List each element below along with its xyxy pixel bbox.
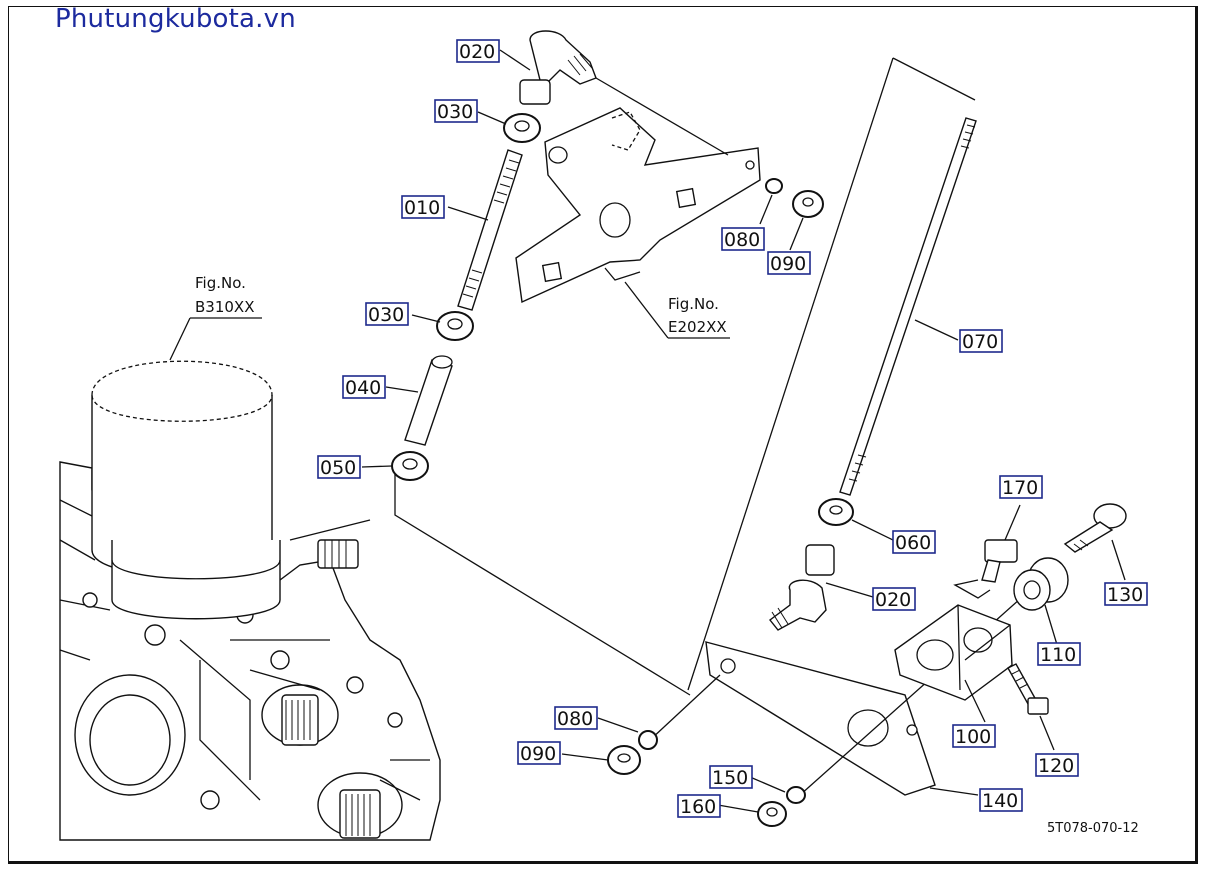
part-label-p010: 010 <box>401 195 445 219</box>
ball-joint-top <box>519 30 597 105</box>
part-label-box <box>959 329 1003 353</box>
leader-lines <box>361 49 1059 813</box>
watermark: Phutungkubota.vn <box>55 4 296 34</box>
clamp-block-100 <box>894 604 1013 701</box>
fig-ref-e202-line2: E202XX <box>668 318 727 336</box>
part-label-p080a: 080 <box>721 227 765 251</box>
nut-090-lower <box>607 745 641 775</box>
part-label-box <box>999 475 1043 499</box>
part-label-p100: 100 <box>952 724 996 748</box>
part-label-box <box>517 741 561 765</box>
part-label-box <box>709 765 753 789</box>
part-number: 040 <box>345 377 381 399</box>
part-label-box <box>365 302 409 326</box>
part-label-p120: 120 <box>1035 753 1079 777</box>
washer-080-upper <box>765 178 783 194</box>
part-number: 020 <box>875 589 911 611</box>
part-number: 080 <box>724 229 760 251</box>
part-label-p080b: 080 <box>554 706 598 730</box>
part-number: 170 <box>1002 477 1038 499</box>
part-label-box <box>767 251 811 275</box>
filter-canister <box>91 360 281 620</box>
part-label-box <box>554 706 598 730</box>
part-label-p030a: 030 <box>434 99 478 123</box>
part-number: 090 <box>770 253 806 275</box>
part-number: 070 <box>962 331 998 353</box>
rod-070 <box>839 117 977 496</box>
part-label-box <box>892 530 936 554</box>
part-label-p140: 140 <box>979 788 1023 812</box>
bolt-120 <box>1007 663 1049 715</box>
fig-ref-e202-line1: Fig.No. <box>668 295 719 313</box>
part-label-p020b: 020 <box>872 587 916 611</box>
part-labels: 0200300100300400500800900701701300600201… <box>317 39 1148 818</box>
engine-housing <box>59 461 441 841</box>
part-label-p040: 040 <box>342 375 386 399</box>
part-label-p090b: 090 <box>517 741 561 765</box>
part-label-p060: 060 <box>892 530 936 554</box>
spacer-040 <box>404 355 453 446</box>
nut-030-top <box>503 113 541 143</box>
bolt-170 <box>953 539 1018 599</box>
part-number: 010 <box>404 197 440 219</box>
nut-160 <box>757 801 787 827</box>
part-label-box <box>1035 753 1079 777</box>
part-number: 160 <box>680 796 716 818</box>
part-label-p070: 070 <box>959 329 1003 353</box>
part-number: 120 <box>1038 755 1074 777</box>
part-label-p160: 160 <box>677 794 721 818</box>
washer-080-lower <box>638 730 658 750</box>
part-label-box <box>677 794 721 818</box>
part-number: 100 <box>955 726 991 748</box>
part-number: 020 <box>459 41 495 63</box>
part-label-box <box>1037 642 1081 666</box>
part-number: 130 <box>1107 584 1143 606</box>
part-number: 060 <box>895 532 931 554</box>
fig-ref-b310-line1: Fig.No. <box>195 274 246 292</box>
washer-150 <box>786 786 806 804</box>
nut-030-lower <box>436 311 474 341</box>
part-number: 030 <box>437 101 473 123</box>
drawing-code: 5T078-070-12 <box>1047 821 1139 836</box>
part-label-box <box>979 788 1023 812</box>
nut-050 <box>391 451 429 481</box>
fig-ref-b310-line2: B310XX <box>195 298 254 316</box>
part-label-box <box>456 39 500 63</box>
nut-090-upper <box>792 190 824 218</box>
drawing-frame <box>8 6 1198 864</box>
part-number: 150 <box>712 767 748 789</box>
part-label-box <box>721 227 765 251</box>
part-number: 090 <box>520 743 556 765</box>
part-number: 140 <box>982 790 1018 812</box>
part-label-box <box>401 195 445 219</box>
part-label-p110: 110 <box>1037 642 1081 666</box>
part-label-box <box>434 99 478 123</box>
upper-bracket <box>515 107 761 304</box>
part-label-box <box>952 724 996 748</box>
part-label-p130: 130 <box>1104 582 1148 606</box>
part-label-box <box>872 587 916 611</box>
part-number: 030 <box>368 304 404 326</box>
part-label-p170: 170 <box>999 475 1043 499</box>
part-label-p020a: 020 <box>456 39 500 63</box>
part-label-p150: 150 <box>709 765 753 789</box>
nut-060 <box>818 498 854 526</box>
part-number: 080 <box>557 708 593 730</box>
part-number: 050 <box>320 457 356 479</box>
rod-010 <box>457 149 523 311</box>
part-label-p050: 050 <box>317 455 361 479</box>
bushing-110 <box>1013 557 1069 611</box>
part-number: 110 <box>1040 644 1076 666</box>
part-label-box <box>1104 582 1148 606</box>
ball-joint-lower <box>769 544 835 631</box>
lower-plate-140 <box>705 641 936 796</box>
bolt-130 <box>1063 503 1127 553</box>
part-label-box <box>317 455 361 479</box>
part-label-p030b: 030 <box>365 302 409 326</box>
part-label-p090a: 090 <box>767 251 811 275</box>
part-label-box <box>342 375 386 399</box>
